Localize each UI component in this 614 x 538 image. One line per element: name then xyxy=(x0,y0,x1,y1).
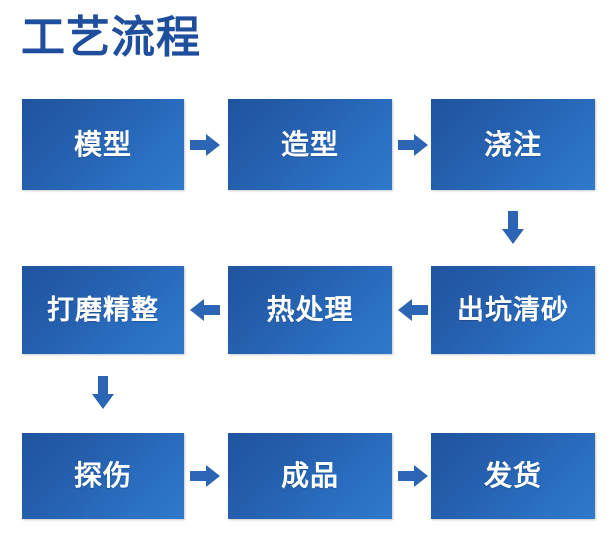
arrow-right-icon xyxy=(190,464,220,488)
process-node-molding[interactable]: 造型 xyxy=(228,99,392,190)
arrow-left-icon xyxy=(190,298,220,322)
arrow-right-icon xyxy=(398,464,428,488)
process-node-finished-product[interactable]: 成品 xyxy=(228,433,392,519)
process-node-grinding-finishing[interactable]: 打磨精整 xyxy=(22,266,184,354)
process-node-label: 热处理 xyxy=(266,294,354,325)
page-title: 工艺流程 xyxy=(21,13,201,62)
process-node-shipment[interactable]: 发货 xyxy=(431,433,595,519)
process-node-label: 探伤 xyxy=(73,460,132,491)
process-node-heat-treatment[interactable]: 热处理 xyxy=(228,266,392,354)
arrow-right-icon xyxy=(190,133,220,157)
process-node-label: 浇注 xyxy=(483,128,542,160)
process-node-label: 打磨精整 xyxy=(47,294,159,325)
process-node-label: 发货 xyxy=(483,460,542,491)
arrow-right-icon xyxy=(398,133,428,157)
arrow-down-icon xyxy=(501,211,525,245)
process-node-pouring[interactable]: 浇注 xyxy=(431,99,595,190)
arrow-left-icon xyxy=(398,298,428,322)
process-node-flaw-detection[interactable]: 探伤 xyxy=(22,433,184,519)
process-node-label: 造型 xyxy=(280,128,339,160)
process-node-label: 模型 xyxy=(73,128,132,160)
arrow-down-icon xyxy=(91,376,115,410)
process-node-label: 出坑清砂 xyxy=(457,294,569,325)
process-node-pit-sand-cleaning[interactable]: 出坑清砂 xyxy=(431,266,595,354)
process-node-model[interactable]: 模型 xyxy=(22,99,184,190)
process-node-label: 成品 xyxy=(280,460,339,491)
